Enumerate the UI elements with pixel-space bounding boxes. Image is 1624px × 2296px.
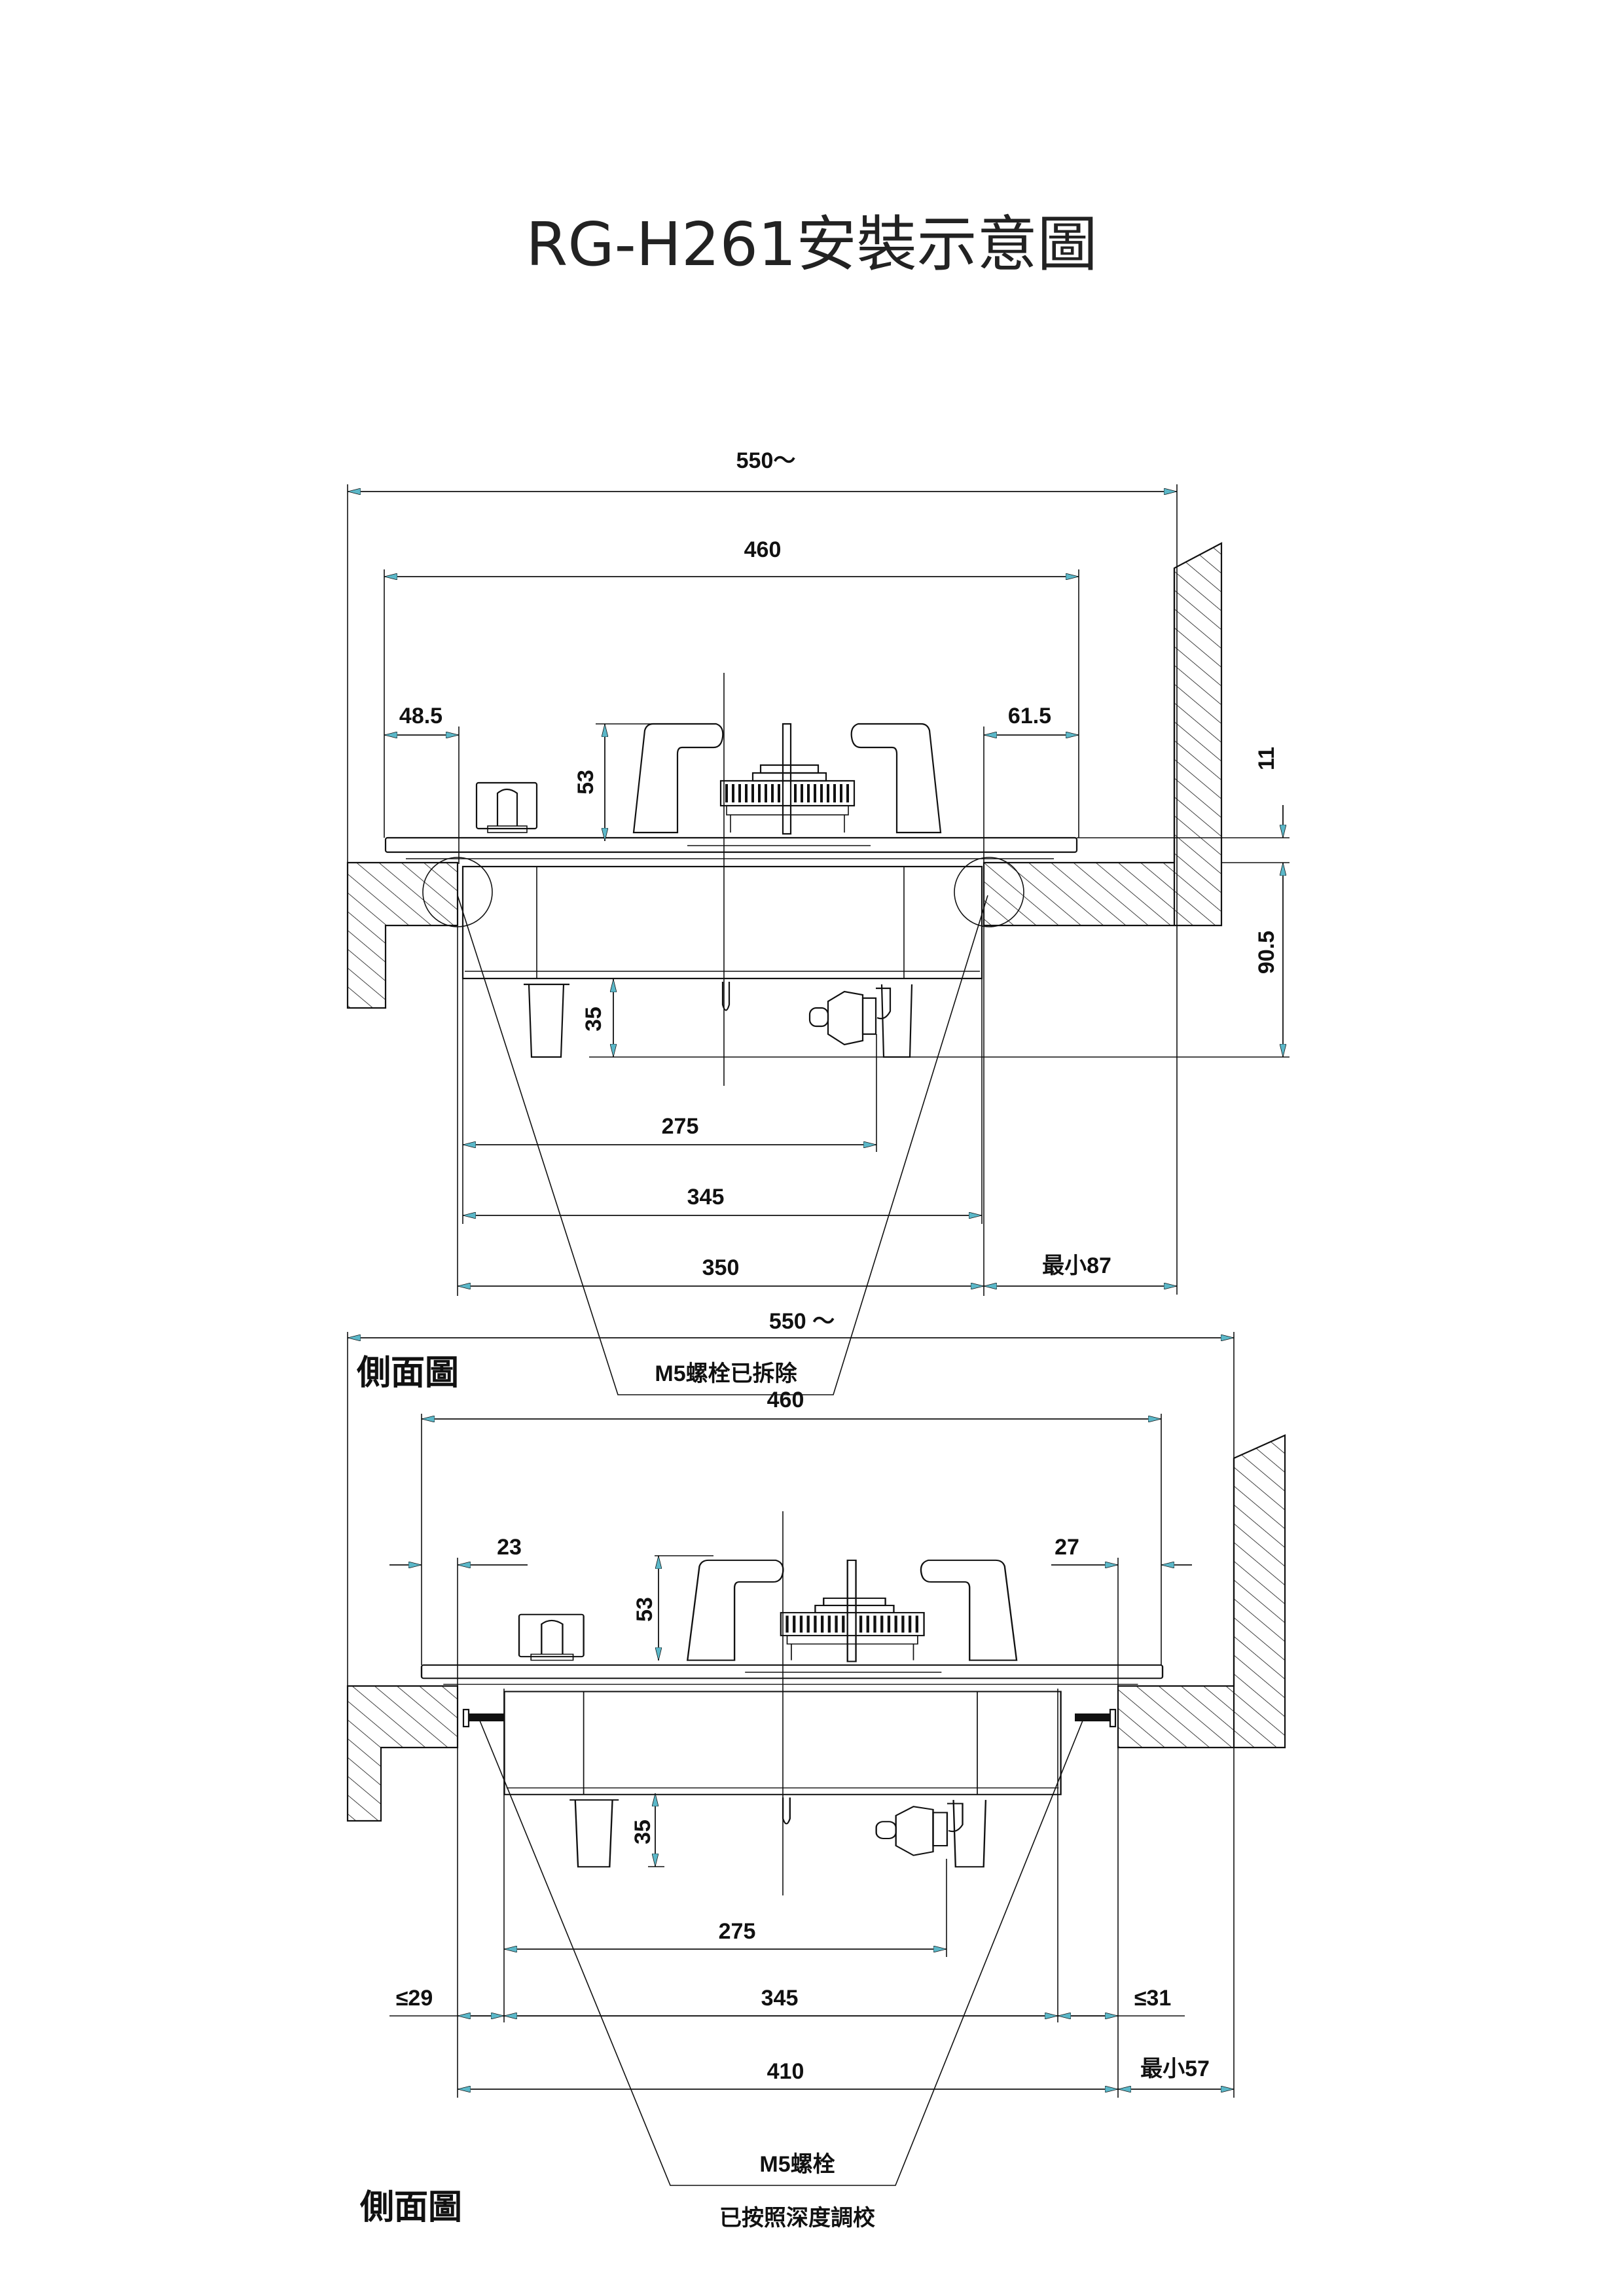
- dim-345-label: 345: [761, 1986, 799, 2011]
- top-side-view: 550～ 460 48.5 61.5 53 35 11 90.5 275 345…: [346, 448, 1290, 1395]
- dim-23-label: 23: [497, 1535, 522, 1560]
- dim-61-5-label: 61.5: [1008, 704, 1051, 728]
- countertop-right: [983, 542, 1223, 927]
- dim-48-5-label: 48.5: [399, 704, 442, 728]
- side-view-label: 側面圖: [356, 1354, 459, 1393]
- bolt-note-line2: 已按照深度調校: [719, 2206, 875, 2231]
- dim-275-label: 275: [719, 1919, 756, 1944]
- m5-bolt-right: [1075, 1708, 1117, 1728]
- dim-550-label: 550～: [736, 448, 796, 473]
- dim-11-label: 11: [1254, 747, 1279, 770]
- dim-35-label: 35: [630, 1820, 655, 1844]
- dim-35-label: 35: [581, 1007, 606, 1031]
- dim-410-label: 410: [767, 2059, 804, 2084]
- dim-275-label: 275: [662, 1114, 699, 1139]
- dim-27-label: 27: [1055, 1535, 1079, 1560]
- note-leader: [479, 1720, 1083, 2186]
- side-view-label: 側面圖: [359, 2188, 462, 2227]
- dim-345-label: 345: [687, 1185, 725, 1210]
- dim-min-57-label: 最小57: [1140, 2056, 1210, 2081]
- cooktop-outline: [422, 1560, 1163, 1867]
- dim-90-5-label: 90.5: [1254, 931, 1279, 974]
- dim-min-87-label: 最小87: [1042, 1253, 1111, 1278]
- dim-460-label: 460: [767, 1388, 804, 1412]
- bolt-note-line1: M5螺栓: [759, 2152, 835, 2177]
- dim-53-label: 53: [632, 1597, 657, 1622]
- dim-350-label: 350: [702, 1255, 740, 1280]
- page-title: RG-H261安裝示意圖: [526, 209, 1097, 279]
- bottom-side-view: 550 ～ 460 23 27 53 35 275 345 ≤29 ≤31 41…: [346, 1309, 1286, 2231]
- countertop-left: [346, 1685, 459, 1822]
- bolt-note: M5螺栓已拆除: [655, 1361, 797, 1386]
- dim-right-gap-label: ≤31: [1134, 1986, 1171, 2011]
- dim-460-label: 460: [744, 537, 782, 562]
- cooktop-outline: [384, 723, 1078, 1058]
- dim-53-label: 53: [573, 770, 598, 795]
- countertop-right: [1117, 1434, 1286, 1749]
- dim-left-gap-label: ≤29: [396, 1986, 433, 2011]
- dim-550-label: 550 ～: [769, 1309, 835, 1334]
- detail-circle-right: [954, 857, 1024, 927]
- countertop-left: [346, 861, 459, 1009]
- m5-bolt-left: [462, 1708, 504, 1728]
